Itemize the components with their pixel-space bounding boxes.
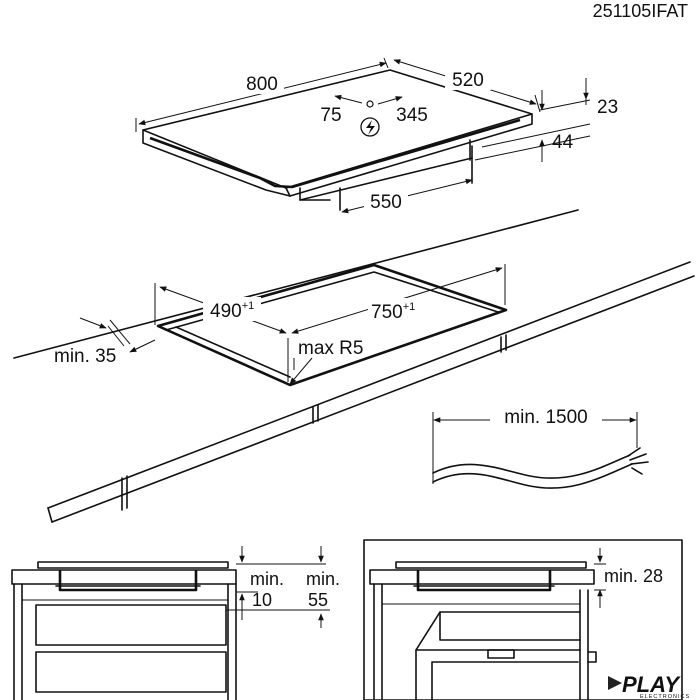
dim-max-r5: max R5 <box>298 338 363 359</box>
dim-bottom-550: 550 <box>370 192 402 213</box>
electric-supply-icon <box>360 117 380 137</box>
section-drawers: min. 10 min. 55 <box>11 546 340 700</box>
document-code: 251105IFAT <box>593 1 688 21</box>
section-oven: min. 28 <box>363 539 683 700</box>
dim-cutout-750: 750+1 <box>371 301 415 323</box>
dim-offset-75: 75 <box>320 105 341 126</box>
dim-value-10: 10 <box>252 590 272 610</box>
dim-min-28: min. 28 <box>604 566 663 586</box>
hob-frame <box>149 118 521 189</box>
dim-cutout-490: 490+1 <box>210 300 254 322</box>
hob-glass-edge <box>142 129 291 197</box>
cable <box>432 454 631 479</box>
dim-min-label-2: min. <box>306 569 340 589</box>
dim-offset-345: 345 <box>396 105 428 126</box>
dim-cable-min-1500: min. 1500 <box>504 407 587 428</box>
dim-width-800: 800 <box>246 74 278 95</box>
worktop-drawing: 490+1 750+1 max R5 min. 35 <box>13 209 695 523</box>
dim-thickness-23: 23 <box>597 97 618 118</box>
svg-text:PLAY: PLAY <box>622 672 681 697</box>
hob-drawing: 800 520 75 345 550 23 44 <box>135 57 618 214</box>
play-electronics-logo: PLAY ELECTRONICS <box>608 672 690 700</box>
dim-value-55: 55 <box>308 590 328 610</box>
dim-height-44: 44 <box>552 132 574 153</box>
svg-text:ELECTRONICS: ELECTRONICS <box>640 694 690 700</box>
hob-glass-edge-right <box>289 113 533 197</box>
dim-min-35: min. 35 <box>54 346 116 367</box>
dim-depth-520: 520 <box>452 70 484 91</box>
arrow-icon <box>608 676 622 690</box>
dim-min-label-1: min. <box>250 569 284 589</box>
cable-drawing: min. 1500 <box>432 402 649 489</box>
